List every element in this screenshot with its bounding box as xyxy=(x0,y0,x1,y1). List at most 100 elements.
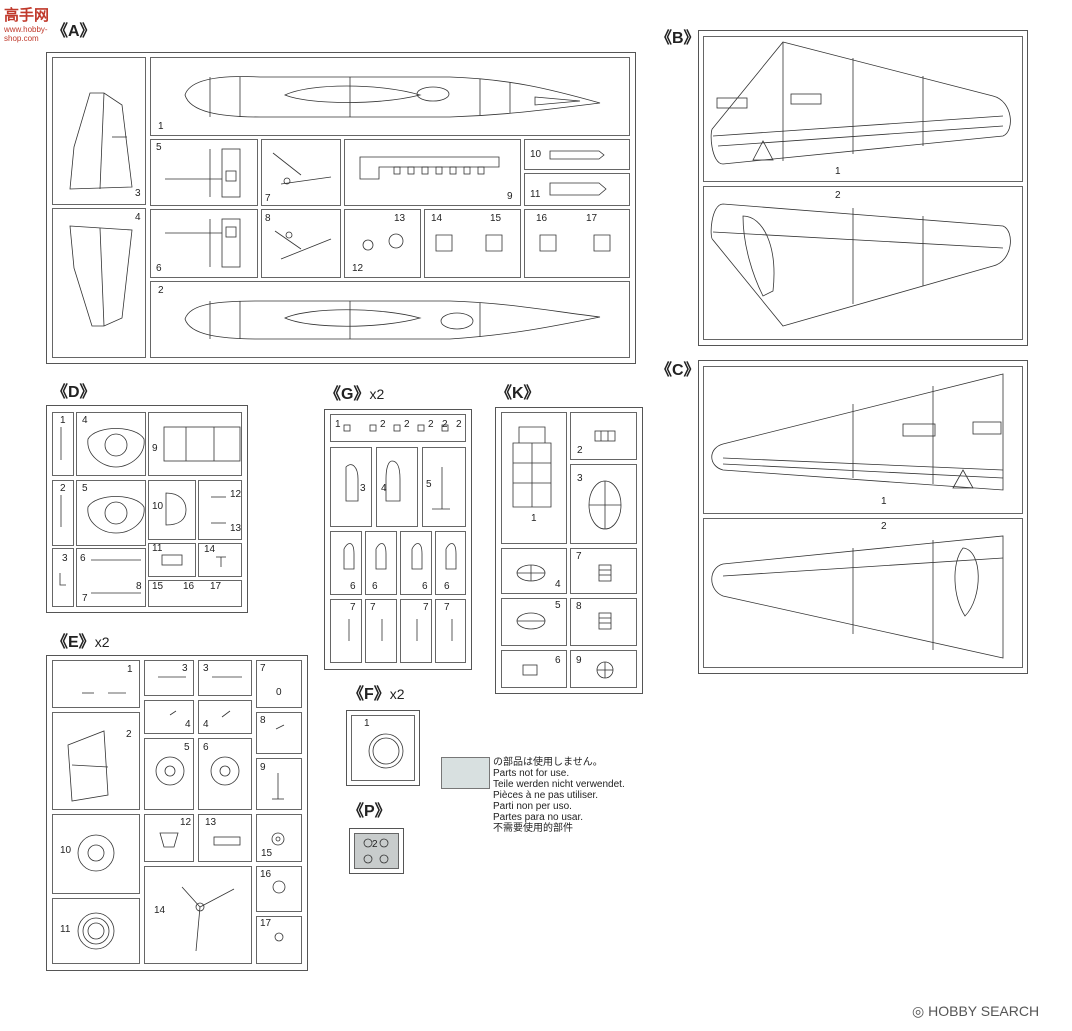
g-num-6b: 6 xyxy=(372,581,378,592)
e-num-4b: 4 xyxy=(203,719,209,730)
d-cell-14 xyxy=(198,543,242,577)
a-cell-2 xyxy=(150,281,630,358)
c-cell-1 xyxy=(703,366,1023,514)
a-num-12: 12 xyxy=(352,263,364,274)
d-num-12: 12 xyxy=(230,489,242,500)
k-cell-9 xyxy=(570,650,637,688)
d-cell-3 xyxy=(52,548,74,607)
k-num-4: 4 xyxy=(555,579,561,590)
section-g-multiplier: x2 xyxy=(369,386,385,402)
a-num-4: 4 xyxy=(135,212,141,223)
b-cell-2 xyxy=(703,186,1023,340)
e-cell-3a xyxy=(144,660,194,696)
g-cell-5 xyxy=(422,447,466,527)
a-cell-1 xyxy=(150,57,630,136)
g-cell-7b xyxy=(365,599,397,663)
a-part-11-drawing xyxy=(549,182,607,196)
d-num-2: 2 xyxy=(60,483,66,494)
hobby-search-watermark: ◎ HOBBY SEARCH xyxy=(912,1003,1039,1020)
a-cell-10 xyxy=(524,139,630,170)
a-cell-16-17 xyxy=(524,209,630,278)
a-cell-12-13 xyxy=(344,209,421,278)
e-cell-7 xyxy=(256,660,302,708)
a-cell-4 xyxy=(52,208,146,358)
d-cell-15-17 xyxy=(148,580,242,607)
a-num-1: 1 xyxy=(158,121,164,132)
k-num-1: 1 xyxy=(531,513,537,524)
k-num-8: 8 xyxy=(576,601,582,612)
b-wing-lower-drawing xyxy=(710,203,1011,327)
g-num-2e: 2 xyxy=(456,419,462,430)
e-num-5: 5 xyxy=(184,742,190,753)
k-num-2: 2 xyxy=(577,445,583,456)
e-cell-6 xyxy=(198,738,252,810)
legend-line-fr: Pièces à ne pas utiliser. xyxy=(493,790,599,801)
e-cell-5 xyxy=(144,738,194,810)
a-cell-11 xyxy=(524,173,630,206)
k-cell-7 xyxy=(570,548,637,594)
k-cell-6 xyxy=(501,650,567,688)
a-num-7: 7 xyxy=(265,193,271,204)
g-cell-6c xyxy=(400,531,432,595)
g-num-2b: 2 xyxy=(404,419,410,430)
p-parts-drawing xyxy=(363,838,389,864)
e-num-16: 16 xyxy=(260,869,272,880)
legend-line-cn: 不需要使用的部件 xyxy=(493,823,573,834)
a-part-16-17-drawing xyxy=(539,234,611,252)
e-parts-drawing xyxy=(67,676,286,952)
e-cell-16 xyxy=(256,866,302,912)
e-num-15: 15 xyxy=(261,848,273,859)
sprue-f-frame xyxy=(346,710,420,786)
c-wing-upper-drawing xyxy=(711,373,1004,491)
g-cell-6b xyxy=(365,531,397,595)
d-num-3: 3 xyxy=(62,553,68,564)
k-cell-4 xyxy=(501,548,567,594)
d-cell-5 xyxy=(76,480,146,546)
d-num-6: 6 xyxy=(80,553,86,564)
d-num-8: 8 xyxy=(136,581,142,592)
k-cell-8 xyxy=(570,598,637,646)
a-part-14-15-drawing xyxy=(435,234,503,252)
e-cell-2 xyxy=(52,712,140,810)
e-cell-14 xyxy=(144,866,252,964)
d-num-9: 9 xyxy=(152,443,158,454)
watermark-logo: 高手网 www.hobby-shop.com xyxy=(4,4,74,43)
a-part-7-drawing xyxy=(272,152,332,185)
g-num-7c: 7 xyxy=(423,602,429,613)
b-cell-1 xyxy=(703,36,1023,182)
g-cell-7d xyxy=(435,599,466,663)
k-cell-5 xyxy=(501,598,567,646)
legend-line-en: Parts not for use. xyxy=(493,768,570,779)
sprue-c-frame xyxy=(698,360,1028,674)
e-num-8: 8 xyxy=(260,715,266,726)
watermark-brand: 高手网 xyxy=(4,7,50,24)
a-part-12-13-drawing xyxy=(362,233,404,251)
k-num-6: 6 xyxy=(555,655,561,666)
g-cell-1-2 xyxy=(330,414,466,442)
e-num-11: 11 xyxy=(60,924,71,935)
c-num-1: 1 xyxy=(881,496,887,507)
c-num-2: 2 xyxy=(881,521,887,532)
d-cell-2 xyxy=(52,480,74,546)
d-num-16: 16 xyxy=(183,581,195,592)
k-cell-3 xyxy=(570,464,637,544)
e-num-9: 9 xyxy=(260,762,266,773)
e-num-7-sub: 0 xyxy=(276,687,282,698)
f-ring-drawing xyxy=(368,733,404,769)
section-p-label: 《P》 xyxy=(348,803,391,820)
e-num-1: 1 xyxy=(127,664,133,675)
e-cell-9 xyxy=(256,758,302,810)
a-num-10: 10 xyxy=(530,149,542,160)
section-b-label: 《B》 xyxy=(656,30,700,47)
d-cell-12-13 xyxy=(198,480,242,540)
g-cell-4 xyxy=(376,447,418,527)
e-num-3b: 3 xyxy=(203,663,209,674)
g-cell-3 xyxy=(330,447,372,527)
d-num-5: 5 xyxy=(82,483,88,494)
e-cell-11 xyxy=(52,898,140,964)
a-cell-5 xyxy=(150,139,258,206)
g-num-7a: 7 xyxy=(350,602,356,613)
e-cell-1 xyxy=(52,660,140,708)
g-num-2d: 2 xyxy=(442,419,448,430)
d-num-14: 14 xyxy=(204,544,216,555)
